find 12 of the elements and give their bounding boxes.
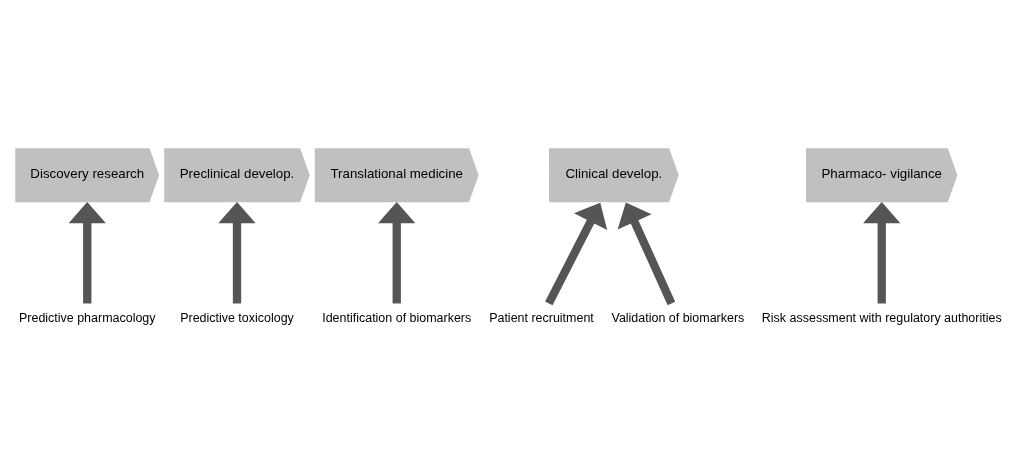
- arrow: [218, 201, 256, 304]
- arrow: [617, 202, 676, 306]
- arrow: [378, 201, 416, 304]
- node-text: Validation of biomarkers: [611, 310, 745, 325]
- node-text: Patient recruitment: [489, 310, 594, 325]
- arrow: [863, 201, 901, 304]
- node-text: Predictive pharmacology: [18, 310, 156, 325]
- node-text: Predictive toxicology: [180, 310, 294, 325]
- node-text: Identification of biomarkers: [322, 310, 472, 325]
- node-text: Risk assessment with regulatory authorities: [761, 310, 1002, 325]
- arrow: [545, 202, 608, 306]
- arrow: [68, 201, 106, 304]
